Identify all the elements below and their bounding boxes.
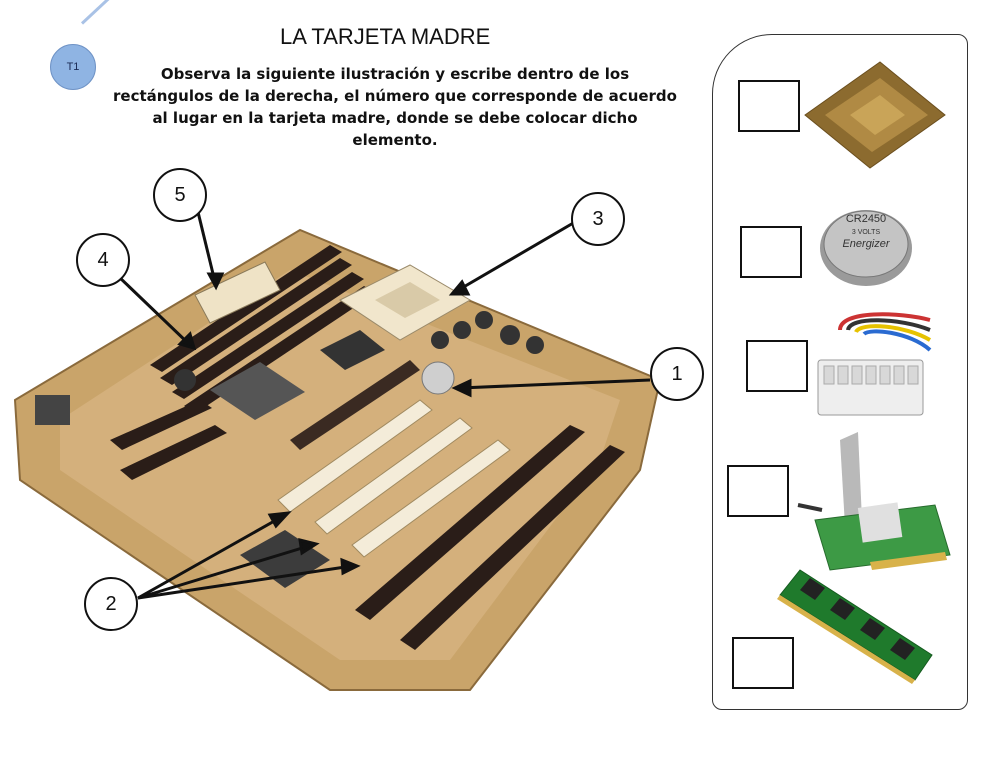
cpu-image: [805, 62, 945, 168]
battery-label-brand: Energizer: [842, 238, 890, 250]
ram-image: [777, 570, 932, 684]
battery-label-model: CR2450: [846, 213, 886, 225]
battery-image: CR2450 3 VOLTS Energizer: [820, 210, 912, 286]
battery-label-volts: 3 VOLTS: [852, 229, 881, 236]
wireless-card-image: [798, 432, 950, 570]
power-connector-image: [818, 314, 930, 415]
